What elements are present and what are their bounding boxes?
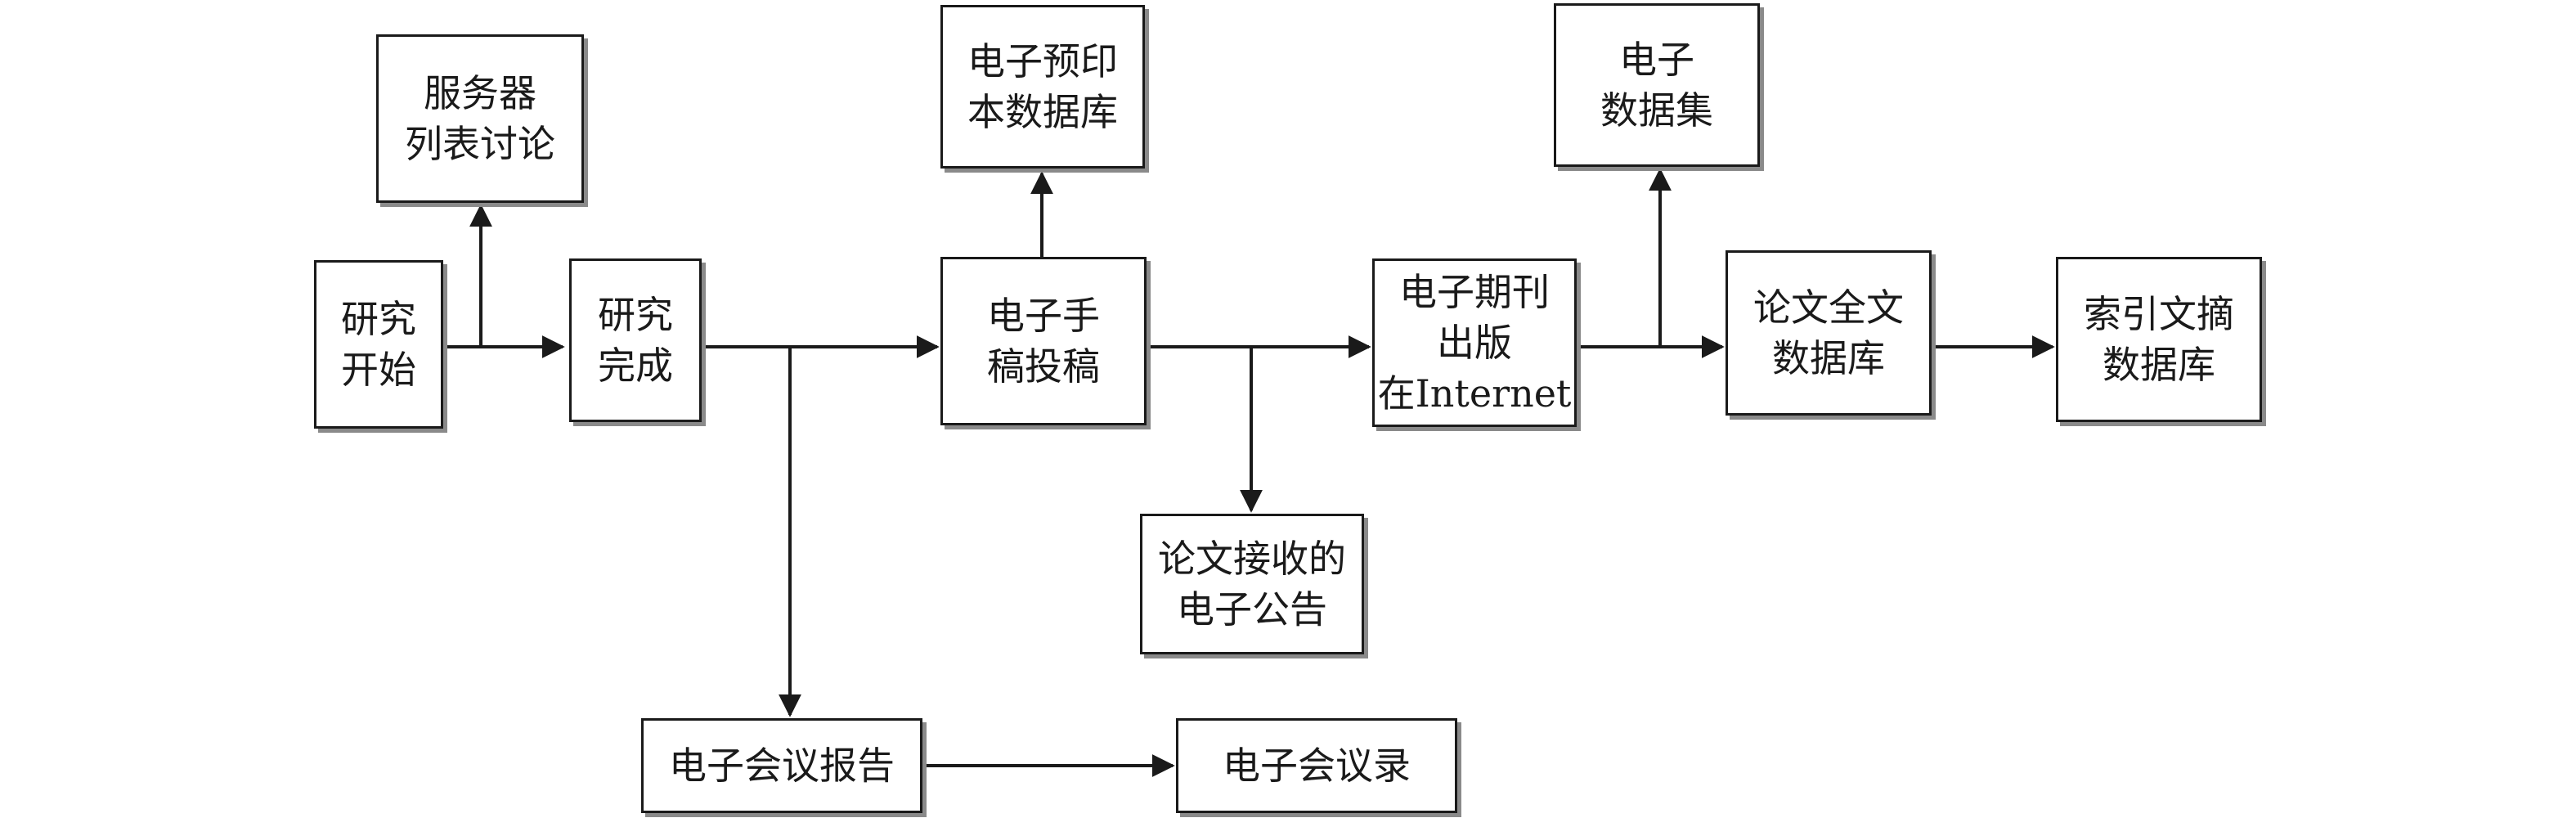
- node-label: 论文全文 数据库: [1753, 285, 1904, 380]
- node-e-journal: 电子期刊 出版 在Internet: [1372, 258, 1577, 427]
- node-index-abstract-db: 索引文摘 数据库: [2056, 257, 2262, 422]
- node-e-dataset: 电子 数据集: [1554, 3, 1760, 167]
- node-label: 电子会议录: [1223, 744, 1411, 788]
- node-label: 研究 完成: [598, 293, 673, 388]
- node-label: 电子预印 本数据库: [967, 39, 1118, 134]
- node-research-done: 研究 完成: [569, 258, 702, 422]
- node-label: 电子会议报告: [669, 744, 895, 788]
- node-label: 索引文摘 数据库: [2084, 292, 2234, 387]
- node-e-conf-record: 电子会议录: [1176, 718, 1457, 813]
- node-server-list: 服务器 列表讨论: [376, 34, 584, 203]
- node-label: 电子手 稿投稿: [987, 294, 1100, 389]
- node-label: 服务器 列表讨论: [405, 71, 555, 166]
- node-label: 研究 开始: [341, 297, 416, 392]
- node-e-manuscript: 电子手 稿投稿: [940, 257, 1147, 425]
- node-label: 电子期刊 出版 在Internet: [1377, 270, 1572, 416]
- node-e-preprint-db: 电子预印 本数据库: [940, 5, 1145, 169]
- node-label: 电子 数据集: [1600, 38, 1713, 133]
- node-fulltext-db: 论文全文 数据库: [1726, 250, 1932, 416]
- node-label: 论文接收的 电子公告: [1158, 537, 1346, 631]
- node-e-conf-report: 电子会议报告: [641, 718, 922, 813]
- node-research-start: 研究 开始: [314, 260, 443, 429]
- node-acceptance-notice: 论文接收的 电子公告: [1140, 514, 1364, 654]
